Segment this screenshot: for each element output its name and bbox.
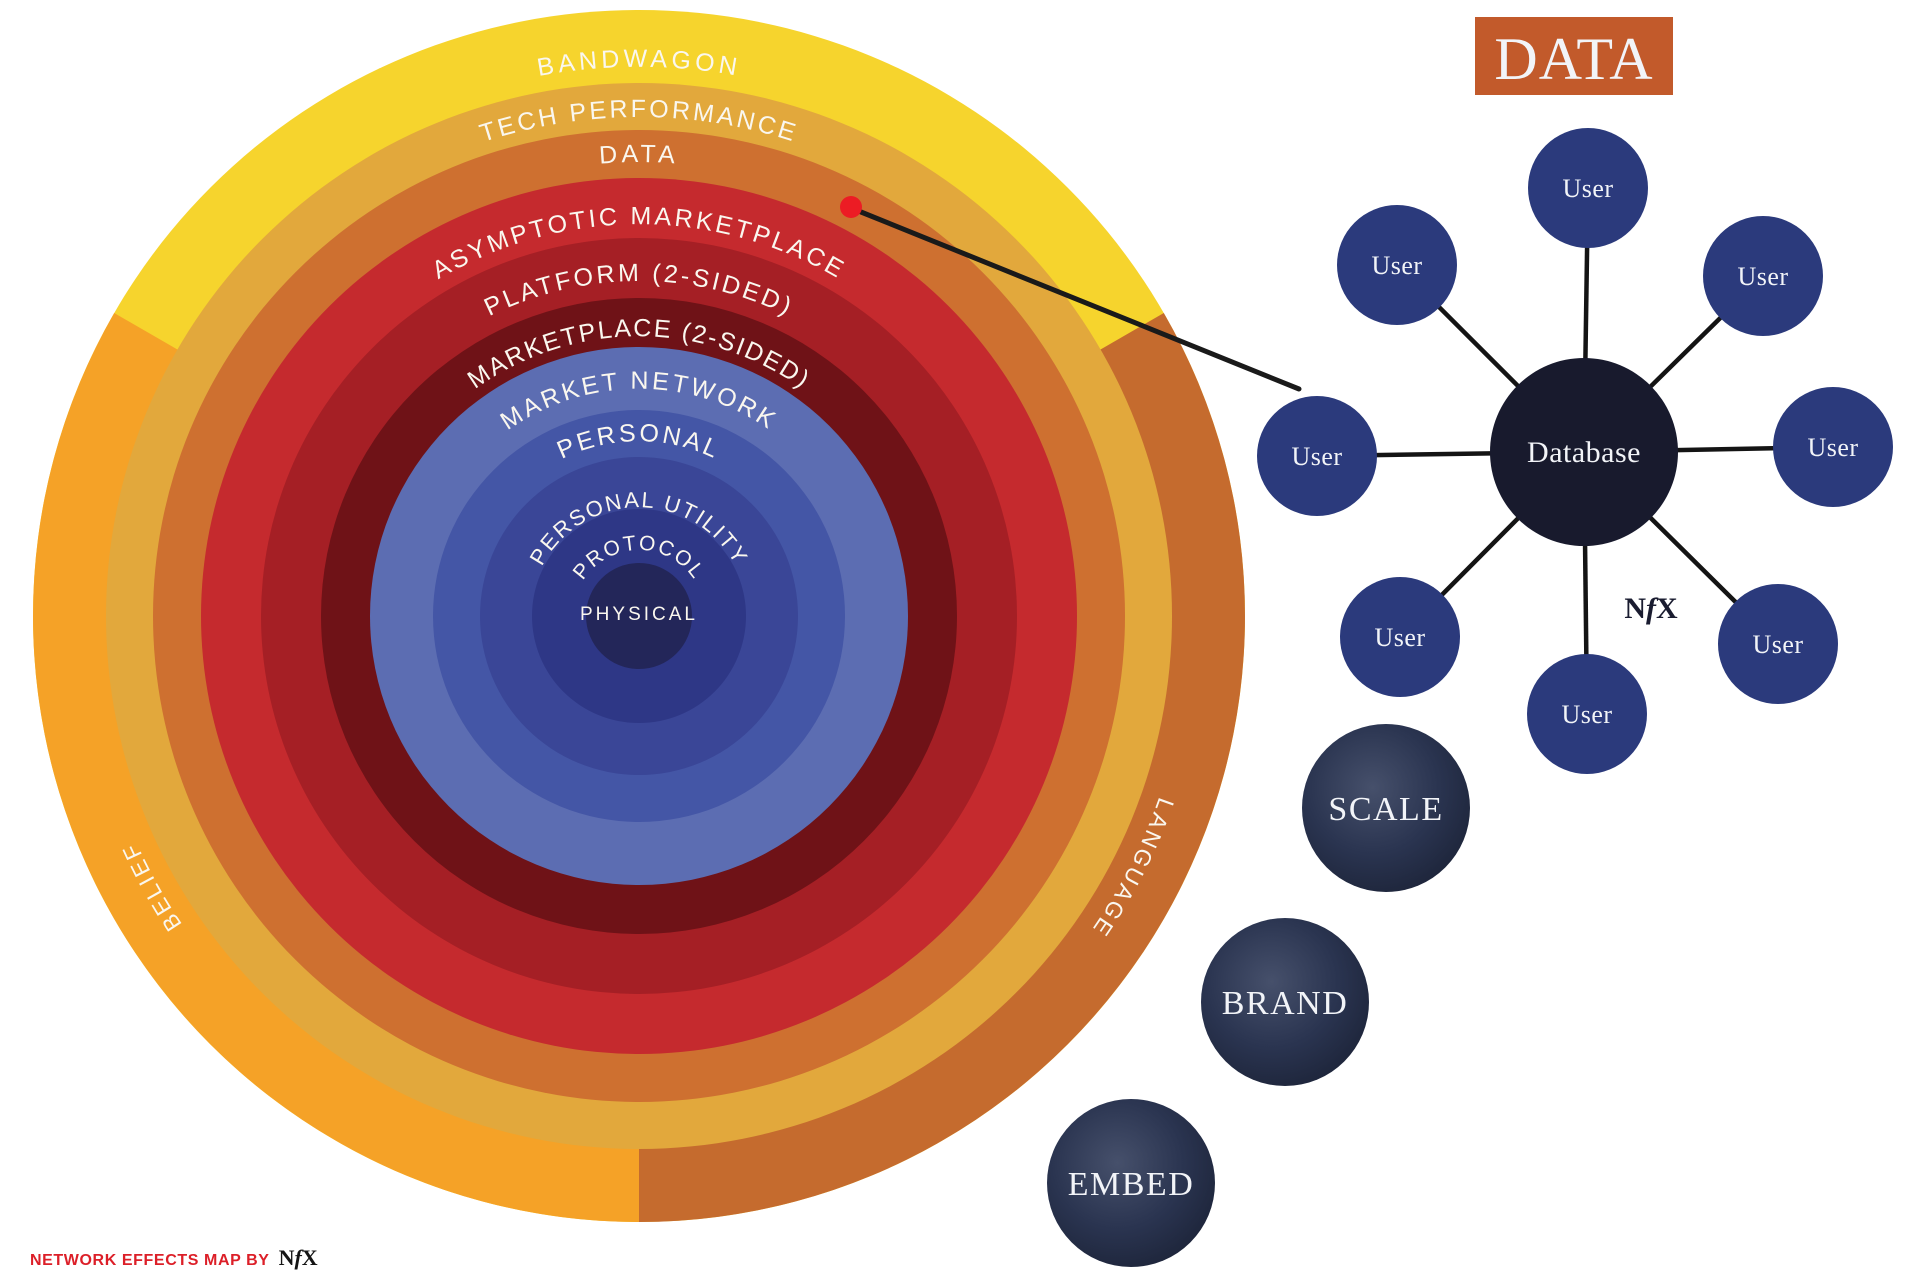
user-node-label-1: User	[1737, 262, 1788, 291]
sphere-scale	[1302, 724, 1470, 892]
user-node-7	[1337, 205, 1457, 325]
user-node-3	[1718, 584, 1838, 704]
concentric-rings	[33, 10, 1245, 1222]
database-node	[1490, 358, 1678, 546]
database-label: Database	[1527, 436, 1641, 469]
user-node-label-6: User	[1291, 442, 1342, 471]
user-node-0	[1528, 128, 1648, 248]
footer-nfx-logo: NfX	[279, 1245, 318, 1271]
ring-label-data: DATA	[598, 140, 676, 170]
sphere-brand	[1201, 918, 1369, 1086]
callout	[840, 196, 1302, 392]
user-node-6	[1257, 396, 1377, 516]
user-node-label-4: User	[1561, 700, 1612, 729]
user-node-label-2: User	[1807, 433, 1858, 462]
hub-nfx-letter-2: X	[1656, 592, 1678, 625]
sphere-label-embed: EMBED	[1068, 1166, 1195, 1203]
sphere-label-scale: SCALE	[1328, 791, 1443, 828]
hub-nfx-letter-0: N	[1624, 592, 1646, 625]
side-spheres: SCALE BRAND EMBED	[1047, 724, 1470, 1267]
ring-physical	[586, 563, 692, 669]
footer-title: NETWORK EFFECTS MAP BY	[30, 1252, 270, 1269]
footer-logo-x: X	[301, 1245, 318, 1270]
footer-logo-f: f	[294, 1245, 302, 1270]
user-node-label-0: User	[1562, 174, 1613, 203]
user-node-label-7: User	[1371, 251, 1422, 280]
sphere-label-brand: BRAND	[1222, 985, 1349, 1022]
footer-logo-n: N	[278, 1245, 295, 1270]
hub-nfx-logo: NfX	[1624, 592, 1678, 625]
footer: NETWORK EFFECTS MAP BY NfX	[30, 1245, 318, 1271]
data-title-label: DATA	[1494, 26, 1653, 92]
hub-nfx-letter-1: f	[1646, 592, 1659, 625]
user-node-label-5: User	[1374, 623, 1425, 652]
user-node-1	[1703, 216, 1823, 336]
user-node-2	[1773, 387, 1893, 507]
user-node-5	[1340, 577, 1460, 697]
sphere-embed	[1047, 1099, 1215, 1267]
user-node-label-3: User	[1752, 630, 1803, 659]
data-title-box	[1475, 17, 1673, 95]
user-node-4	[1527, 654, 1647, 774]
callout-red-dot	[840, 196, 862, 218]
callout-line	[858, 209, 1302, 392]
svg-text:DATA: DATA	[598, 140, 680, 170]
ring-label-physical: PHYSICAL	[580, 604, 698, 625]
data-hub-diagram: DATADatabaseUserUserUserUserUserUserUser…	[1257, 17, 1893, 774]
